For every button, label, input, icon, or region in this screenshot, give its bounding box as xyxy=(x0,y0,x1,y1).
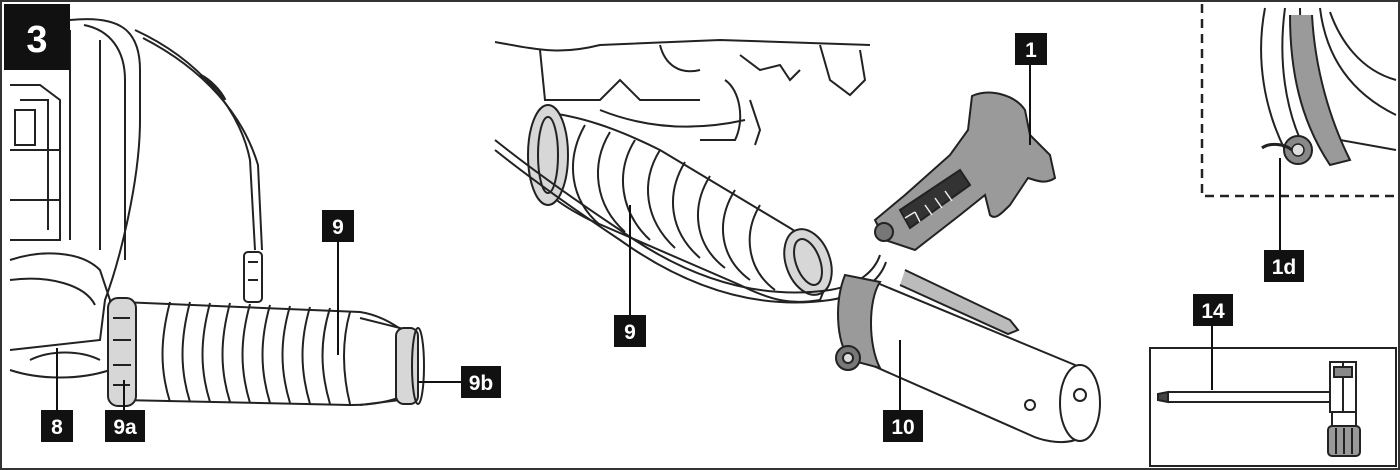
svg-text:9: 9 xyxy=(332,216,344,239)
flex-hose-middle xyxy=(527,104,833,303)
callout-9-mid: 9 xyxy=(614,315,646,347)
leader-lines xyxy=(56,65,1281,410)
step-badge: 3 xyxy=(4,4,70,70)
callout-9-left: 9 xyxy=(322,210,354,242)
svg-text:9: 9 xyxy=(624,321,636,344)
svg-text:9b: 9b xyxy=(469,372,494,395)
handle-assembly xyxy=(873,91,1057,252)
callout-9a: 9a xyxy=(105,410,145,442)
callout-8: 8 xyxy=(41,410,73,442)
svg-text:1d: 1d xyxy=(1272,256,1297,279)
svg-text:9a: 9a xyxy=(113,416,137,439)
blower-outline-top xyxy=(494,38,871,146)
svg-text:14: 14 xyxy=(1201,300,1225,323)
grip-tube xyxy=(835,269,1101,444)
callout-9b: 9b xyxy=(461,366,501,398)
step-number: 3 xyxy=(26,19,47,61)
svg-text:8: 8 xyxy=(51,416,63,439)
callout-14: 14 xyxy=(1193,294,1233,326)
svg-text:1: 1 xyxy=(1025,39,1037,62)
callout-1: 1 xyxy=(1015,33,1047,65)
svg-text:10: 10 xyxy=(891,416,914,439)
callout-1d: 1d xyxy=(1264,250,1304,282)
detail-inset xyxy=(1200,4,1397,198)
shoulder-strap xyxy=(134,29,263,303)
tool-inset xyxy=(1149,347,1397,467)
flex-hose-left xyxy=(107,297,425,407)
callout-10: 10 xyxy=(883,410,923,442)
